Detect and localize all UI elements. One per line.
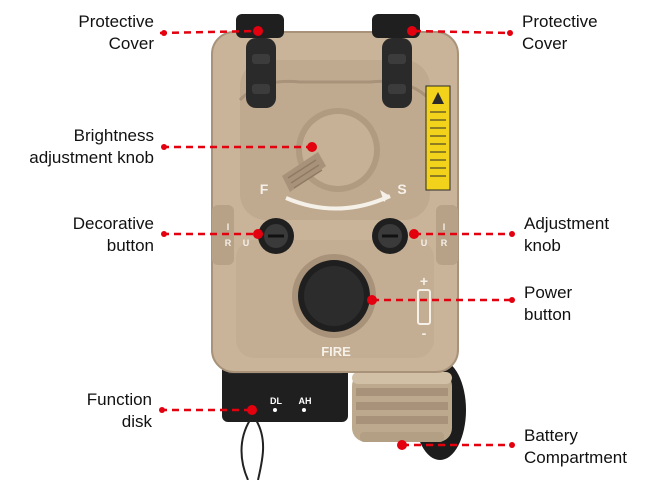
knob-mark-left-text: U (243, 238, 250, 248)
label-function-disk: Function disk (86, 390, 152, 431)
decorative-button-graphic (258, 218, 294, 254)
warning-sticker (425, 85, 451, 191)
label-power-button: Power button (524, 283, 573, 324)
label-protective-cover-left: Protective Cover (78, 12, 154, 53)
dot-function-disk (247, 405, 257, 415)
dot-end-4 (161, 231, 167, 237)
switch-right-bottom-text: R (441, 238, 448, 248)
switch-right-top-text: I (443, 222, 446, 232)
battery-compartment-graphic (352, 372, 452, 442)
lanyard-cord (240, 419, 265, 480)
dot-end-5 (509, 231, 515, 237)
switch-left-top-text: I (227, 222, 230, 232)
label-decorative-button: Decorative button (72, 214, 154, 255)
dot-battery-compartment (397, 440, 407, 450)
dot-adjustment-knob (409, 229, 419, 239)
leader-protective-cover-left (159, 29, 255, 35)
leader-lines (159, 29, 512, 447)
dot-end-7 (159, 407, 165, 413)
dot-decorative-button (253, 229, 263, 239)
battery-minus-text: - (422, 325, 427, 341)
power-button-graphic: FIRE (292, 254, 376, 359)
dot-protective-cover-left (253, 26, 263, 36)
function-dl-text: DL (270, 396, 282, 406)
dot-end-2 (507, 30, 513, 36)
dot-end-3 (161, 144, 167, 150)
battery-indicator: + - (417, 273, 431, 341)
leader-protective-cover-right (413, 29, 511, 35)
switch-left-bottom-text: R (225, 238, 232, 248)
knob-mark-right-text: U (421, 238, 428, 248)
label-adjustment-knob: Adjustment knob (524, 214, 610, 255)
dot-end-8 (509, 442, 515, 448)
protective-cover-left-graphic (236, 14, 284, 108)
function-ah-text: AH (299, 396, 312, 406)
label-brightness-knob: Brightness adjustment knob (29, 126, 154, 167)
brightness-knob-graphic: F S (260, 108, 407, 211)
battery-plus-text: + (420, 273, 428, 289)
dial-f-text: F (260, 181, 269, 197)
dot-brightness-knob (307, 142, 317, 152)
dot-power-button (367, 295, 377, 305)
dot-end-1 (161, 30, 167, 36)
dot-protective-cover-right (407, 26, 417, 36)
side-marks: I R I R U U (225, 222, 448, 248)
label-protective-cover-right: Protective Cover (522, 12, 598, 53)
dot-end-6 (509, 297, 515, 303)
fire-text: FIRE (321, 344, 351, 359)
dial-s-text: S (397, 181, 406, 197)
leader-dots (159, 26, 515, 450)
adjustment-knob-graphic (372, 218, 408, 254)
label-battery-compartment: Battery Compartment (524, 426, 627, 467)
